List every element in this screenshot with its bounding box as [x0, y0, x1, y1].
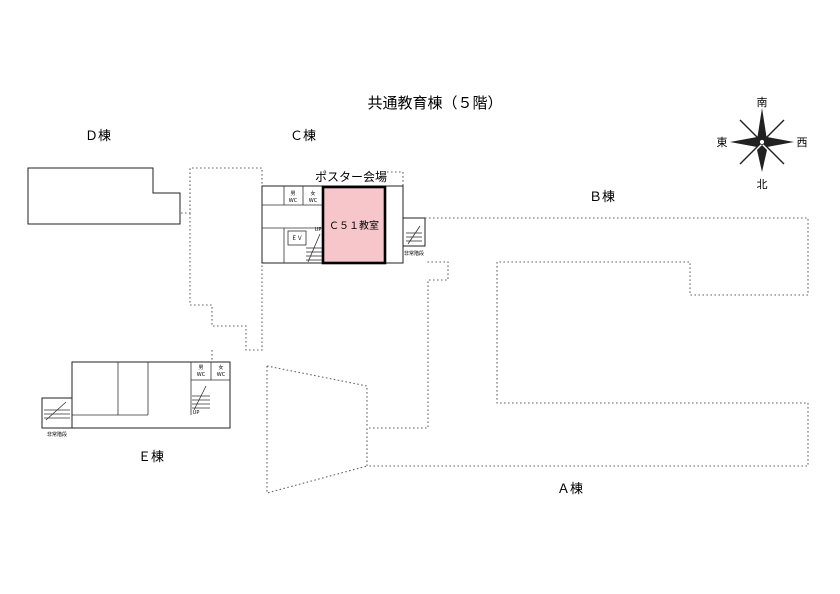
- map-title: 共通教育棟（５階）: [367, 94, 502, 112]
- building-b-label: Ｂ棟: [589, 190, 615, 205]
- c-restroom-women-wc: WC: [309, 198, 318, 204]
- compass-rose-icon: [730, 108, 794, 172]
- building-a-outline-top: [266, 365, 368, 428]
- elevator-label: ＥＶ: [291, 235, 302, 242]
- e-restroom-men-label: 男: [198, 365, 203, 371]
- compass-east-label: 東: [717, 136, 728, 149]
- e-up-label: UP: [193, 410, 200, 416]
- c51-room-label: Ｃ５１教室: [329, 219, 379, 232]
- building-b-outline: [366, 217, 809, 467]
- c51-room[interactable]: [321, 185, 387, 265]
- building-d-outline: [27, 167, 181, 225]
- c-emergency-stairs-label: 非常階段: [404, 250, 424, 257]
- e-stairs-icon: [192, 385, 210, 411]
- c-restroom-women-label: 女: [310, 190, 315, 197]
- building-a-label: Ａ棟: [557, 482, 583, 497]
- e-emergency-stairs-icon: [44, 401, 70, 421]
- compass-south-label: 南: [757, 96, 768, 109]
- building-a-outline-left: [266, 366, 368, 494]
- c-emergency-stairs-icon: [406, 225, 422, 245]
- e-restroom-women-wc: WC: [217, 372, 226, 378]
- building-c-label: Ｃ棟: [290, 129, 316, 144]
- c-emergency-stairs-box: [402, 217, 426, 247]
- e-emergency-stairs-box: [41, 397, 73, 429]
- e-emergency-stairs-label: 非常階段: [47, 431, 67, 438]
- poster-venue-label: ポスター会場: [315, 170, 387, 184]
- compass-west-label: 西: [797, 136, 808, 149]
- e-restroom-women-label: 女: [218, 364, 223, 371]
- compass-north-label: 北: [757, 178, 768, 191]
- c-restroom-men-wc: WC: [289, 198, 298, 204]
- c-restroom-men-label: 男: [290, 191, 295, 197]
- building-d-label: Ｄ棟: [85, 129, 111, 144]
- building-c-dotted-north: [181, 167, 263, 214]
- building-c-dotted-top: [387, 171, 404, 186]
- c-stairs-icon: [306, 233, 322, 263]
- building-c-dotted-south: [189, 213, 263, 351]
- building-e-block: [71, 361, 231, 429]
- elevator-box: [287, 230, 307, 246]
- c-up-label: UP: [315, 227, 322, 233]
- e-restroom-men-wc: WC: [197, 372, 206, 378]
- building-e-label: Ｅ棟: [138, 450, 164, 465]
